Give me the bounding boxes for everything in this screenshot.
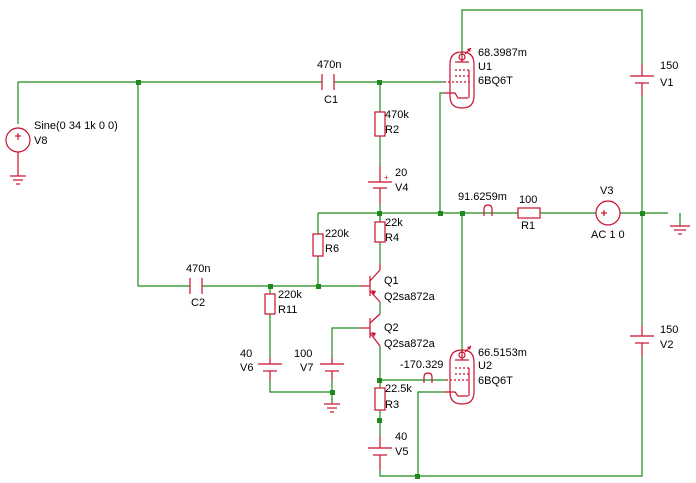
r4-ref-label: R4 <box>385 232 399 244</box>
v4-ref-label: V4 <box>395 182 408 194</box>
output-probe-label: 91.6259m <box>458 191 507 203</box>
u2-grid-voltage-probe-icon <box>423 372 433 383</box>
u1-model-label: 6BQ6T <box>478 75 513 87</box>
r6-resistor <box>312 233 324 257</box>
r1-resistor <box>517 207 541 219</box>
r6-value-label: 220k <box>325 228 349 240</box>
v8-value-label: Sine(0 34 1k 0 0) <box>34 120 118 132</box>
r4-value-label: 22k <box>385 217 403 229</box>
v3-ac-source <box>595 200 621 226</box>
v1-ref-label: V1 <box>660 77 673 89</box>
r2-value-label: 470k <box>385 109 409 121</box>
v6-ref-label: V6 <box>240 362 253 374</box>
svg-text:+: + <box>384 173 389 182</box>
c2-capacitor <box>189 278 203 294</box>
r2-resistor <box>374 111 386 137</box>
v7-battery <box>320 358 344 380</box>
r3-value-label: 22.5k <box>385 383 412 395</box>
v2-value-label: 150 <box>660 324 678 336</box>
v7-value-label: 100 <box>294 348 312 360</box>
r3-ref-label: R3 <box>385 399 399 411</box>
v3-value-label: AC 1 0 <box>591 229 625 241</box>
c1-ref-label: C1 <box>324 94 338 106</box>
u2-grid-probe-label: -170.329 <box>400 359 443 371</box>
c2-value-label: 470n <box>186 263 210 275</box>
u1-current-probe-icon <box>458 47 472 61</box>
output-voltage-probe-icon <box>483 204 493 216</box>
u1-pentode-tube <box>444 51 475 109</box>
v4-battery: + <box>368 166 392 204</box>
v5-ref-label: V5 <box>395 446 408 458</box>
q1-model-label: Q2sa872a <box>384 291 436 303</box>
r3-resistor <box>374 387 386 411</box>
q2-ref-label: Q2 <box>384 322 399 334</box>
v1-value-label: 150 <box>660 60 678 72</box>
q1-pnp-transistor <box>360 264 381 303</box>
q2-pnp-transistor <box>360 313 381 347</box>
v4-value-label: 20 <box>395 167 407 179</box>
v5-battery <box>368 436 392 470</box>
u2-current-probe-icon <box>458 345 472 359</box>
q1-ref-label: Q1 <box>384 275 399 287</box>
r11-resistor <box>264 293 276 315</box>
u1-ref-label: U1 <box>478 61 492 73</box>
r11-value-label: 220k <box>278 289 302 301</box>
v7-ref-label: V7 <box>300 362 313 374</box>
ground-icon <box>670 225 690 235</box>
ground-icon <box>324 403 340 413</box>
u2-model-label: 6BQ6T <box>478 375 513 387</box>
u1-probe-label: 68.3987m <box>478 47 527 59</box>
r2-ref-label: R2 <box>385 124 399 136</box>
c1-value-label: 470n <box>317 59 341 71</box>
v6-value-label: 40 <box>240 348 252 360</box>
u2-ref-label: U2 <box>478 360 492 372</box>
v1-battery <box>630 64 654 96</box>
c2-ref-label: C2 <box>191 297 205 309</box>
junction-nodes <box>136 80 645 479</box>
u2-probe-label: 66.5153m <box>478 347 527 359</box>
v8-ref-label: V8 <box>34 135 47 147</box>
c1-capacitor <box>321 74 335 90</box>
v2-battery <box>630 326 654 356</box>
v3-ref-label: V3 <box>600 185 613 197</box>
v8-sine-source <box>5 127 31 185</box>
r4-resistor <box>374 221 386 243</box>
q2-model-label: Q2sa872a <box>384 338 436 350</box>
v2-ref-label: V2 <box>660 339 673 351</box>
wires <box>17 9 681 477</box>
v5-value-label: 40 <box>395 431 407 443</box>
u2-pentode-tube <box>444 349 475 405</box>
r1-ref-label: R1 <box>521 220 535 232</box>
r6-ref-label: R6 <box>325 243 339 255</box>
r11-ref-label: R11 <box>278 304 297 316</box>
v6-battery <box>258 358 282 380</box>
r1-value-label: 100 <box>519 194 537 206</box>
